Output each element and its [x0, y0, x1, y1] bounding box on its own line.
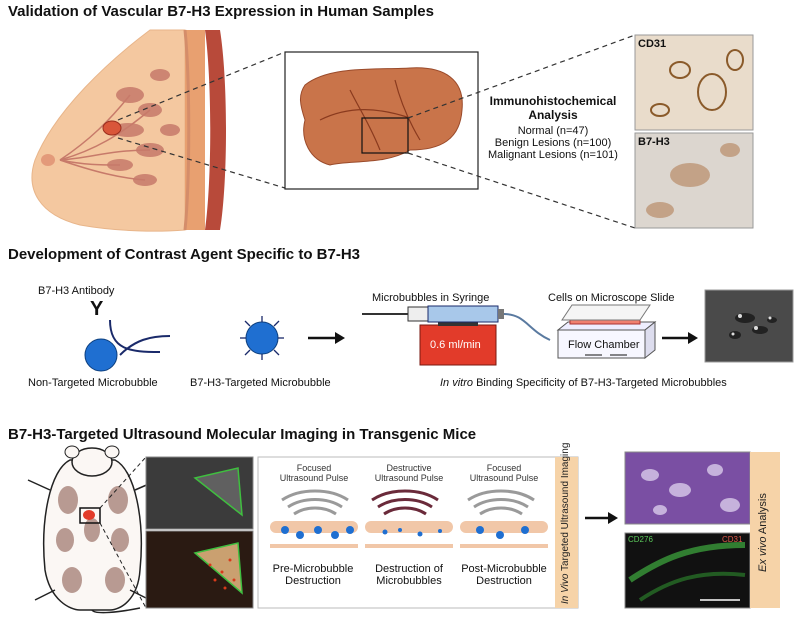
ex-vivo-vertical-label: Ex vivo Analysis	[757, 462, 769, 604]
step-caption-3: Post-Microbubble Destruction	[452, 563, 556, 587]
pulse-label-3: Focused Ultrasound Pulse	[460, 463, 548, 483]
in-vivo-italic: In Vivo	[560, 573, 571, 604]
flow-chamber-label: Flow Chamber	[568, 339, 640, 351]
section3-title: B7-H3-Targeted Ultrasound Molecular Imag…	[8, 426, 477, 443]
pulse-1-line1: Focused	[296, 463, 332, 473]
pulse-2-line1: Destructive	[386, 463, 432, 473]
step-caption-2: Destruction of Microbubbles	[360, 563, 458, 587]
step-2-line2: Microbubbles	[376, 575, 442, 587]
count-normal: Normal (n=47)	[517, 125, 589, 137]
pulse-2-line2: Ultrasound Pulse	[374, 473, 444, 483]
ex-vivo-italic: Ex vivo	[757, 536, 769, 573]
pulse-label-1: Focused Ultrasound Pulse	[270, 463, 358, 483]
stain-cd31-mice-label: CD31	[722, 535, 743, 544]
section1-title: Validation of Vascular B7-H3 Expression …	[8, 3, 434, 20]
in-vivo-rest: Targeted Ultrasound Imaging	[560, 442, 571, 574]
stain-cd276-label: CD276	[628, 535, 653, 544]
step-3-line2: Destruction	[476, 575, 532, 587]
slide-label: Cells on Microscope Slide	[548, 292, 675, 304]
count-malignant: Malignant Lesions (n=101)	[488, 149, 618, 161]
count-benign: Benign Lesions (n=100)	[494, 137, 612, 149]
ex-vivo-rest: Analysis	[757, 493, 769, 537]
ihc-title-line2: Analysis	[528, 108, 578, 122]
stain-b7h3-label: B7-H3	[638, 136, 670, 148]
mouse-illustration	[27, 445, 159, 614]
stain-cd31-label: CD31	[638, 38, 667, 50]
breast-illustration	[31, 29, 226, 232]
targeted-label: B7-H3-Targeted Microbubble	[190, 377, 331, 389]
pulse-label-2: Destructive Ultrasound Pulse	[365, 463, 453, 483]
pulse-3-line2: Ultrasound Pulse	[469, 473, 539, 483]
in-vivo-vertical-label: In Vivo Targeted Ultrasound Imaging	[560, 443, 571, 604]
targeted-microbubble-icon	[240, 316, 284, 360]
pulse-3-line1: Focused	[486, 463, 522, 473]
syringe-label: Microbubbles in Syringe	[372, 292, 490, 304]
step-caption-1: Pre-Microbubble Destruction	[262, 563, 364, 587]
in-vitro-caption: In vitro Binding Specificity of B7-H3-Ta…	[440, 377, 727, 389]
section2-title: Development of Contrast Agent Specific t…	[8, 246, 360, 263]
ihc-block: Immunohistochemical Analysis Normal (n=4…	[478, 94, 628, 161]
antibody-label: B7-H3 Antibody	[38, 285, 115, 297]
step-3-line1: Post-Microbubble	[461, 563, 547, 575]
in-vitro-italic: In vitro	[440, 377, 474, 389]
step-1-line2: Destruction	[285, 575, 341, 587]
flow-rate: 0.6 ml/min	[430, 339, 481, 351]
ihc-title-line1: Immunohistochemical	[489, 94, 617, 108]
step-1-line1: Pre-Microbubble	[272, 563, 354, 575]
non-targeted-label: Non-Targeted Microbubble	[28, 377, 158, 389]
in-vitro-rest: Binding Specificity of B7-H3-Targeted Mi…	[473, 377, 727, 389]
pulse-1-line2: Ultrasound Pulse	[279, 473, 349, 483]
step-2-line1: Destruction of	[375, 563, 443, 575]
antibody-icon: Y	[90, 298, 104, 320]
